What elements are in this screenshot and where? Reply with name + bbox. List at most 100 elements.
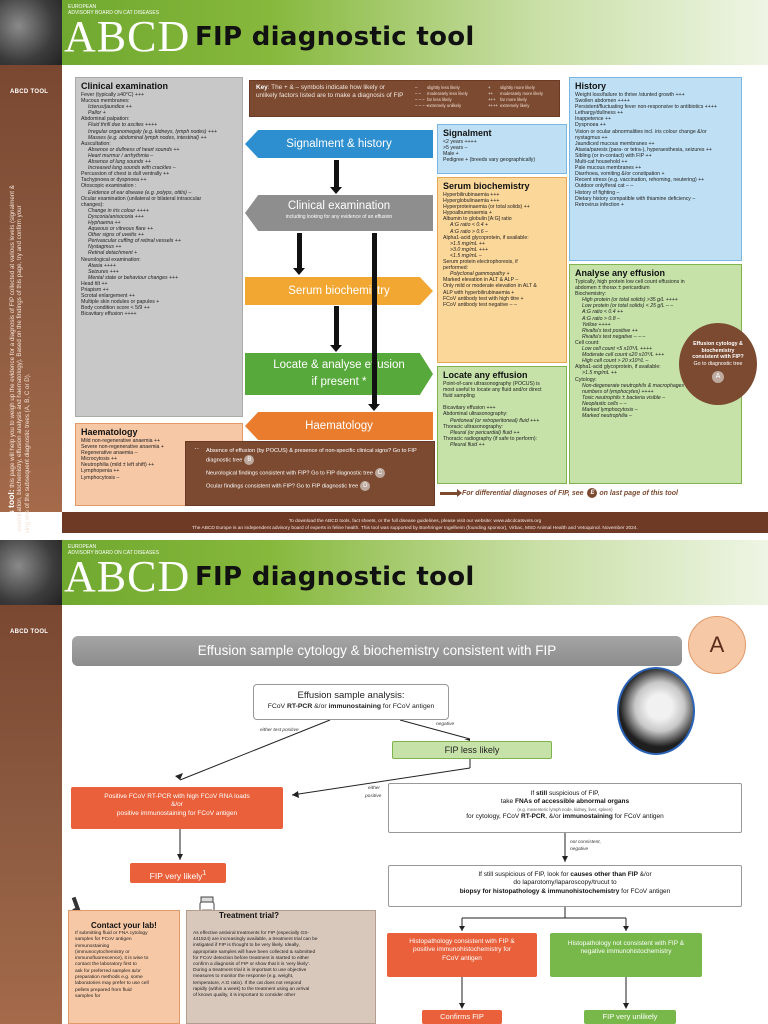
analyse-item: Yellow ++++ <box>582 321 611 328</box>
flow-locate-line1: Locate & analyse effusion <box>273 359 405 371</box>
key-symbol: + <box>488 85 491 90</box>
analyse-title: Analyse any effusion <box>575 268 666 278</box>
clinical-item: Absence or dullness of heart sounds ++ <box>88 146 180 153</box>
clinical-item: Multiple skin nodules or papules + <box>81 299 160 306</box>
still-text: If <box>530 790 536 797</box>
locate-item: Point-of-care ultrasonography (POCUS) is <box>443 381 540 387</box>
flow-locate-line2: if present * <box>311 376 367 388</box>
key-label: extremely unlikely <box>427 103 462 108</box>
serum-item: Marked elevation in ALT & ALP – <box>443 277 519 284</box>
page-1: EUROPEAN ADVISORY BOARD ON CAT DISEASES … <box>0 0 768 540</box>
clinical-item: Other signs of uveitis ++ <box>88 232 144 239</box>
clinical-item: Aqueous or vitreous flare ++ <box>88 226 154 233</box>
serum-item: >3.0 mg/mL +++ <box>450 246 488 253</box>
still-bold: FNAs of accessible abnormal organs <box>514 798 630 806</box>
analyse-item: High cell count > 20 x10⁹/L – <box>582 358 649 365</box>
key-symbol: ++ <box>488 91 494 96</box>
tree-a-banner: Effusion sample cytology & biochemistry … <box>72 636 682 666</box>
treatment-trial-line: confirm a diagnosis of FIP or show that … <box>193 962 310 968</box>
histo-nc-line: negative immunohistochemistry <box>580 948 672 956</box>
footnote-marker: 1 <box>202 869 207 877</box>
clinical-item: changes): <box>81 201 104 208</box>
contact-lab-line: laboratories may prefer to use cell <box>75 981 149 987</box>
key-legend-item: +++far more likely <box>488 97 543 103</box>
clinical-item: Fluid thrill due to ascites ++++ <box>88 122 158 129</box>
clinical-item: Mucous membranes: <box>81 98 130 105</box>
signalment-item: <2 years ++++ <box>443 139 477 145</box>
tree-e-badge[interactable]: E <box>587 488 598 498</box>
history-item: Lethargy/dullness ++ <box>575 110 624 117</box>
clinical-item: Ocular examination (unilateral or bilate… <box>81 195 202 202</box>
signalment-item: Male + <box>443 151 459 158</box>
esa-bold: RT-PCR <box>286 703 313 710</box>
strip-label: ABCD TOOL <box>10 629 49 635</box>
strip-label: ABCD TOOL <box>10 89 49 95</box>
cat-photo <box>0 0 62 65</box>
analyse-item: Non-degenerate neutrophils & macrophages… <box>582 382 700 389</box>
key-legend-item: – –moderately less likely <box>415 91 468 97</box>
contact-lab-line: ask for preferred samples &/or <box>75 968 141 974</box>
clinical-item: Neurological examination: <box>81 256 141 263</box>
locate-item: Pleural fluid ++ <box>450 441 485 448</box>
contact-lab-title: Contact your lab! <box>91 921 157 930</box>
tree-b-line: Absence of effusion (by POCUS) & presenc… <box>192 448 428 466</box>
analyse-item: Biochemistry: <box>575 291 607 298</box>
key-legend-item: ++++extremely likely <box>488 103 543 109</box>
how-to-text: this page will help you to weigh up the … <box>9 185 31 540</box>
how-to-use: How to use this tool: this page will hel… <box>6 183 52 540</box>
tree-d-badge[interactable]: D <box>360 481 371 492</box>
key-minus-legend: –slightly less likely– –moderately less … <box>415 85 468 109</box>
histo-nc-line: Histopathology not consistent with FIP & <box>567 940 685 947</box>
page-2: EUROPEAN ADVISORY BOARD ON CAT DISEASES … <box>0 540 768 1024</box>
histo-c-line: Histopathology consistent with FIP & <box>409 938 515 945</box>
serum-item: ALP with hyperbilirubinaemia + <box>443 289 515 296</box>
key-legend-item: – – –far less likely <box>415 97 468 103</box>
analyse-item: Marked neutrophilia – <box>582 413 632 420</box>
still2-text: If still suspicious of FIP, look for <box>478 871 571 878</box>
signalment-item: >5 years – <box>443 145 468 152</box>
logo-sub-line: EUROPEAN <box>68 4 97 10</box>
page-title: FIP diagnostic tool <box>195 562 475 592</box>
circle-a-line: consistent with FIP? <box>692 354 744 361</box>
key-text: : The + & – symbols indicate how likely … <box>256 84 404 99</box>
contact-lab-line: (immunocytochemistry or <box>75 949 130 955</box>
tree-c-badge[interactable]: C <box>374 468 385 479</box>
clinical-item: Retinal detachment + <box>88 250 138 257</box>
tree-b-text: Absence of effusion (by POCUS) & presenc… <box>206 448 417 464</box>
locate-item: Thoracic radiography (if safe to perform… <box>443 435 537 442</box>
locate-effusion-box: Locate any effusion Point-of-care ultras… <box>437 366 567 484</box>
history-item: Persistent/fluctuating fever non-respons… <box>575 104 717 111</box>
label-negative: negative <box>436 722 455 727</box>
label-either: either <box>368 786 380 791</box>
analyse-item: A:G ratio < 0.4 ++ <box>582 309 624 316</box>
still2-text: do laparotomy/laparoscopy/trucut to <box>513 879 617 887</box>
flow-arrow <box>293 233 305 275</box>
locate-item: Bicavitary effusion +++ <box>443 405 496 412</box>
analyse-item: numbers of lymphocytes) ++++ <box>582 388 654 395</box>
treatment-trial-box: Treatment trial? As effective antiviral … <box>186 910 376 1024</box>
tree-d-text: Ocular findings consistent with FIP? Go … <box>206 483 359 490</box>
still2-bold: biopsy for histopathology & immunohistoc… <box>459 887 620 895</box>
tree-d-line: Ocular findings consistent with FIP? Go … <box>192 481 428 492</box>
esa-text: for FCoV antigen <box>381 703 435 710</box>
tree-a-badge[interactable]: A <box>712 370 724 383</box>
serum-item: Only mild or moderate elevation in ALT & <box>443 283 537 290</box>
clinical-item: Head tilt ++ <box>81 280 108 287</box>
key-legend-item: ++moderately more likely <box>488 91 543 97</box>
go-to-tree-a-circle[interactable]: Effusion cytology & biochemistry consist… <box>679 323 757 405</box>
histopathology-consistent-box: Histopathology consistent with FIP & pos… <box>387 933 537 977</box>
contact-lab-line: If submitting fluid or FNA cytology <box>75 931 148 936</box>
haematology-item: Lymphocytosis – <box>81 474 120 481</box>
clinical-title: Clinical examination <box>81 81 169 91</box>
serum-item: Hyperglobulinaemia +++ <box>443 198 500 205</box>
tree-c-line: Neurological findings consistent with FI… <box>192 468 428 479</box>
differential-diagnoses-note: For differential diagnoses of FIP, see E… <box>440 488 678 498</box>
still-example: (e.g. mesenteric lymph node, kidney, liv… <box>517 806 613 812</box>
analyse-item: High protein (or total solids) >35 g/L +… <box>582 297 678 304</box>
treatment-trial-title: Treatment trial? <box>219 911 280 920</box>
key-label: slightly less likely <box>427 85 460 90</box>
flow-arrow <box>368 233 380 411</box>
analyse-item: Rivalta's test positive ++ <box>582 327 638 334</box>
tree-b-badge[interactable]: B <box>244 455 255 466</box>
serum-item: FCoV antibody test negative – – <box>443 301 517 308</box>
